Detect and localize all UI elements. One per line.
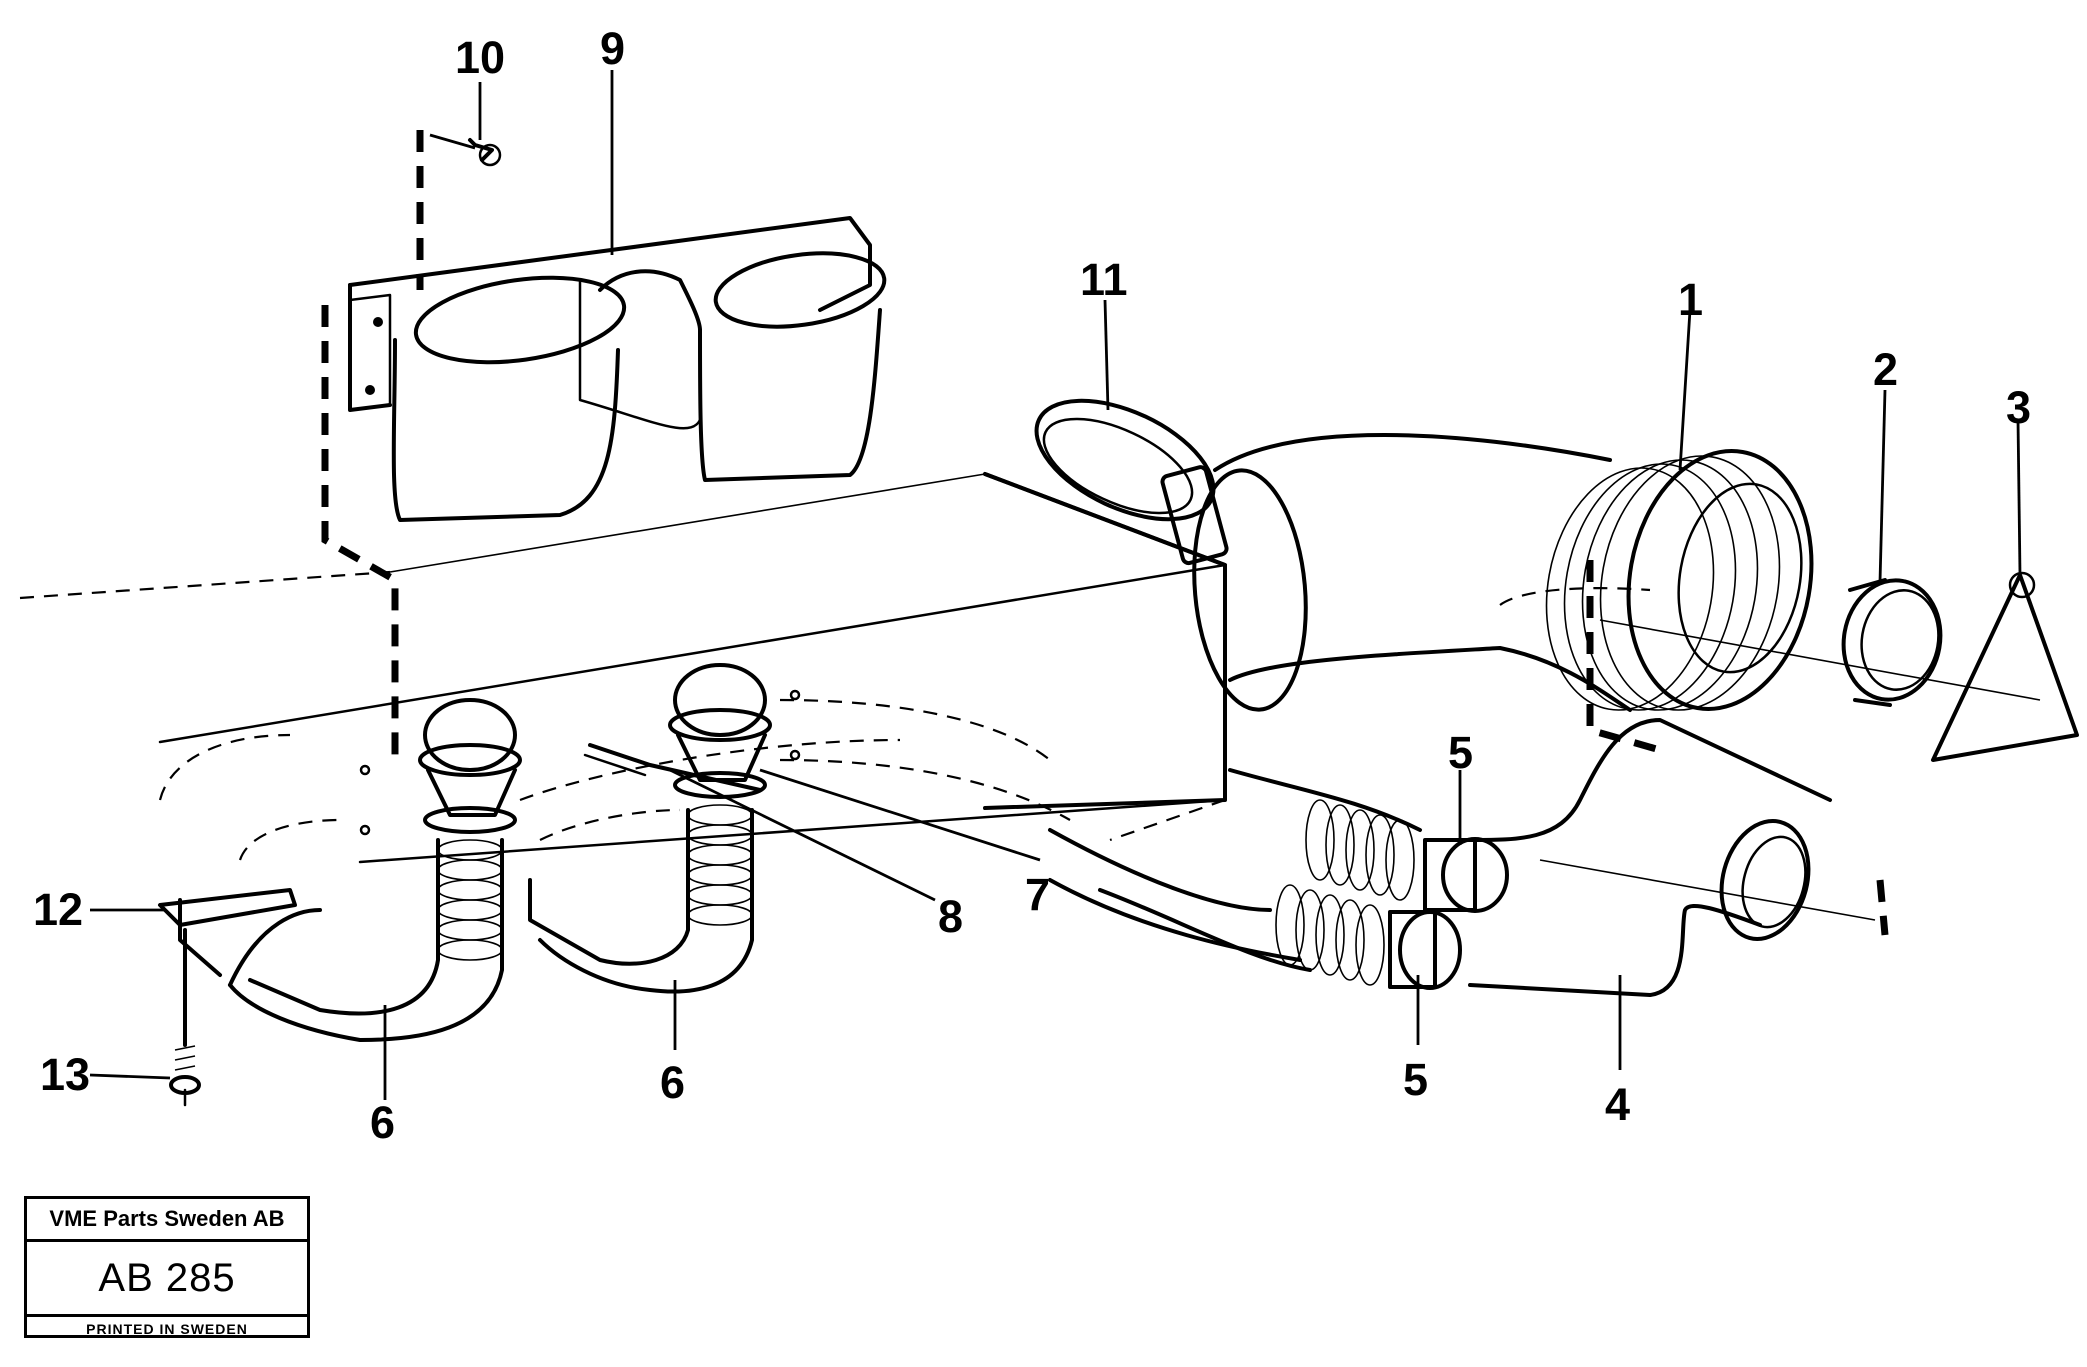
leader-lines bbox=[89, 70, 2022, 1100]
callout-6-left: 6 bbox=[370, 1097, 395, 1148]
callout-8: 8 bbox=[938, 891, 963, 942]
callout-3: 3 bbox=[2006, 382, 2031, 433]
elbow-duct-part-4 bbox=[1468, 718, 1876, 997]
callout-13: 13 bbox=[40, 1049, 90, 1100]
outlet-nozzle-bracket bbox=[348, 216, 887, 522]
callout-labels: 1 2 3 4 5 5 6 6 7 8 9 10 11 12 13 bbox=[33, 23, 2031, 1148]
screw-part-13 bbox=[169, 928, 201, 1107]
elbow-hose-part-1 bbox=[1192, 433, 1814, 712]
callout-2: 2 bbox=[1873, 344, 1898, 395]
callout-4: 4 bbox=[1605, 1079, 1630, 1130]
ring-part-2 bbox=[1841, 578, 1943, 707]
callout-7: 7 bbox=[1025, 869, 1050, 920]
callout-10: 10 bbox=[455, 32, 505, 83]
stamp-printed-note: PRINTED IN SWEDEN bbox=[86, 1321, 248, 1337]
callout-9: 9 bbox=[600, 23, 625, 74]
stamp-code: AB 285 bbox=[27, 1242, 307, 1317]
heater-box bbox=[19, 472, 1227, 864]
callout-1: 1 bbox=[1678, 274, 1703, 325]
publisher-stamp: VME Parts Sweden AB AB 285 PRINTED IN SW… bbox=[24, 1196, 310, 1338]
callout-5-upper: 5 bbox=[1448, 727, 1473, 778]
outlet-nozzles bbox=[158, 663, 1071, 1042]
stamp-company: VME Parts Sweden AB bbox=[27, 1199, 307, 1242]
callout-11: 11 bbox=[1080, 254, 1128, 305]
callout-5-lower: 5 bbox=[1403, 1054, 1428, 1105]
callout-12: 12 bbox=[33, 884, 83, 935]
hose-clamp-part-11 bbox=[1034, 398, 1229, 566]
hose-connectors-part-5 bbox=[1048, 768, 1509, 990]
hose-bracket-part-12 bbox=[158, 888, 297, 977]
triangle-hanger-part-3 bbox=[1599, 571, 2079, 762]
screw-part-10 bbox=[321, 130, 502, 760]
callout-6-right: 6 bbox=[660, 1057, 685, 1108]
